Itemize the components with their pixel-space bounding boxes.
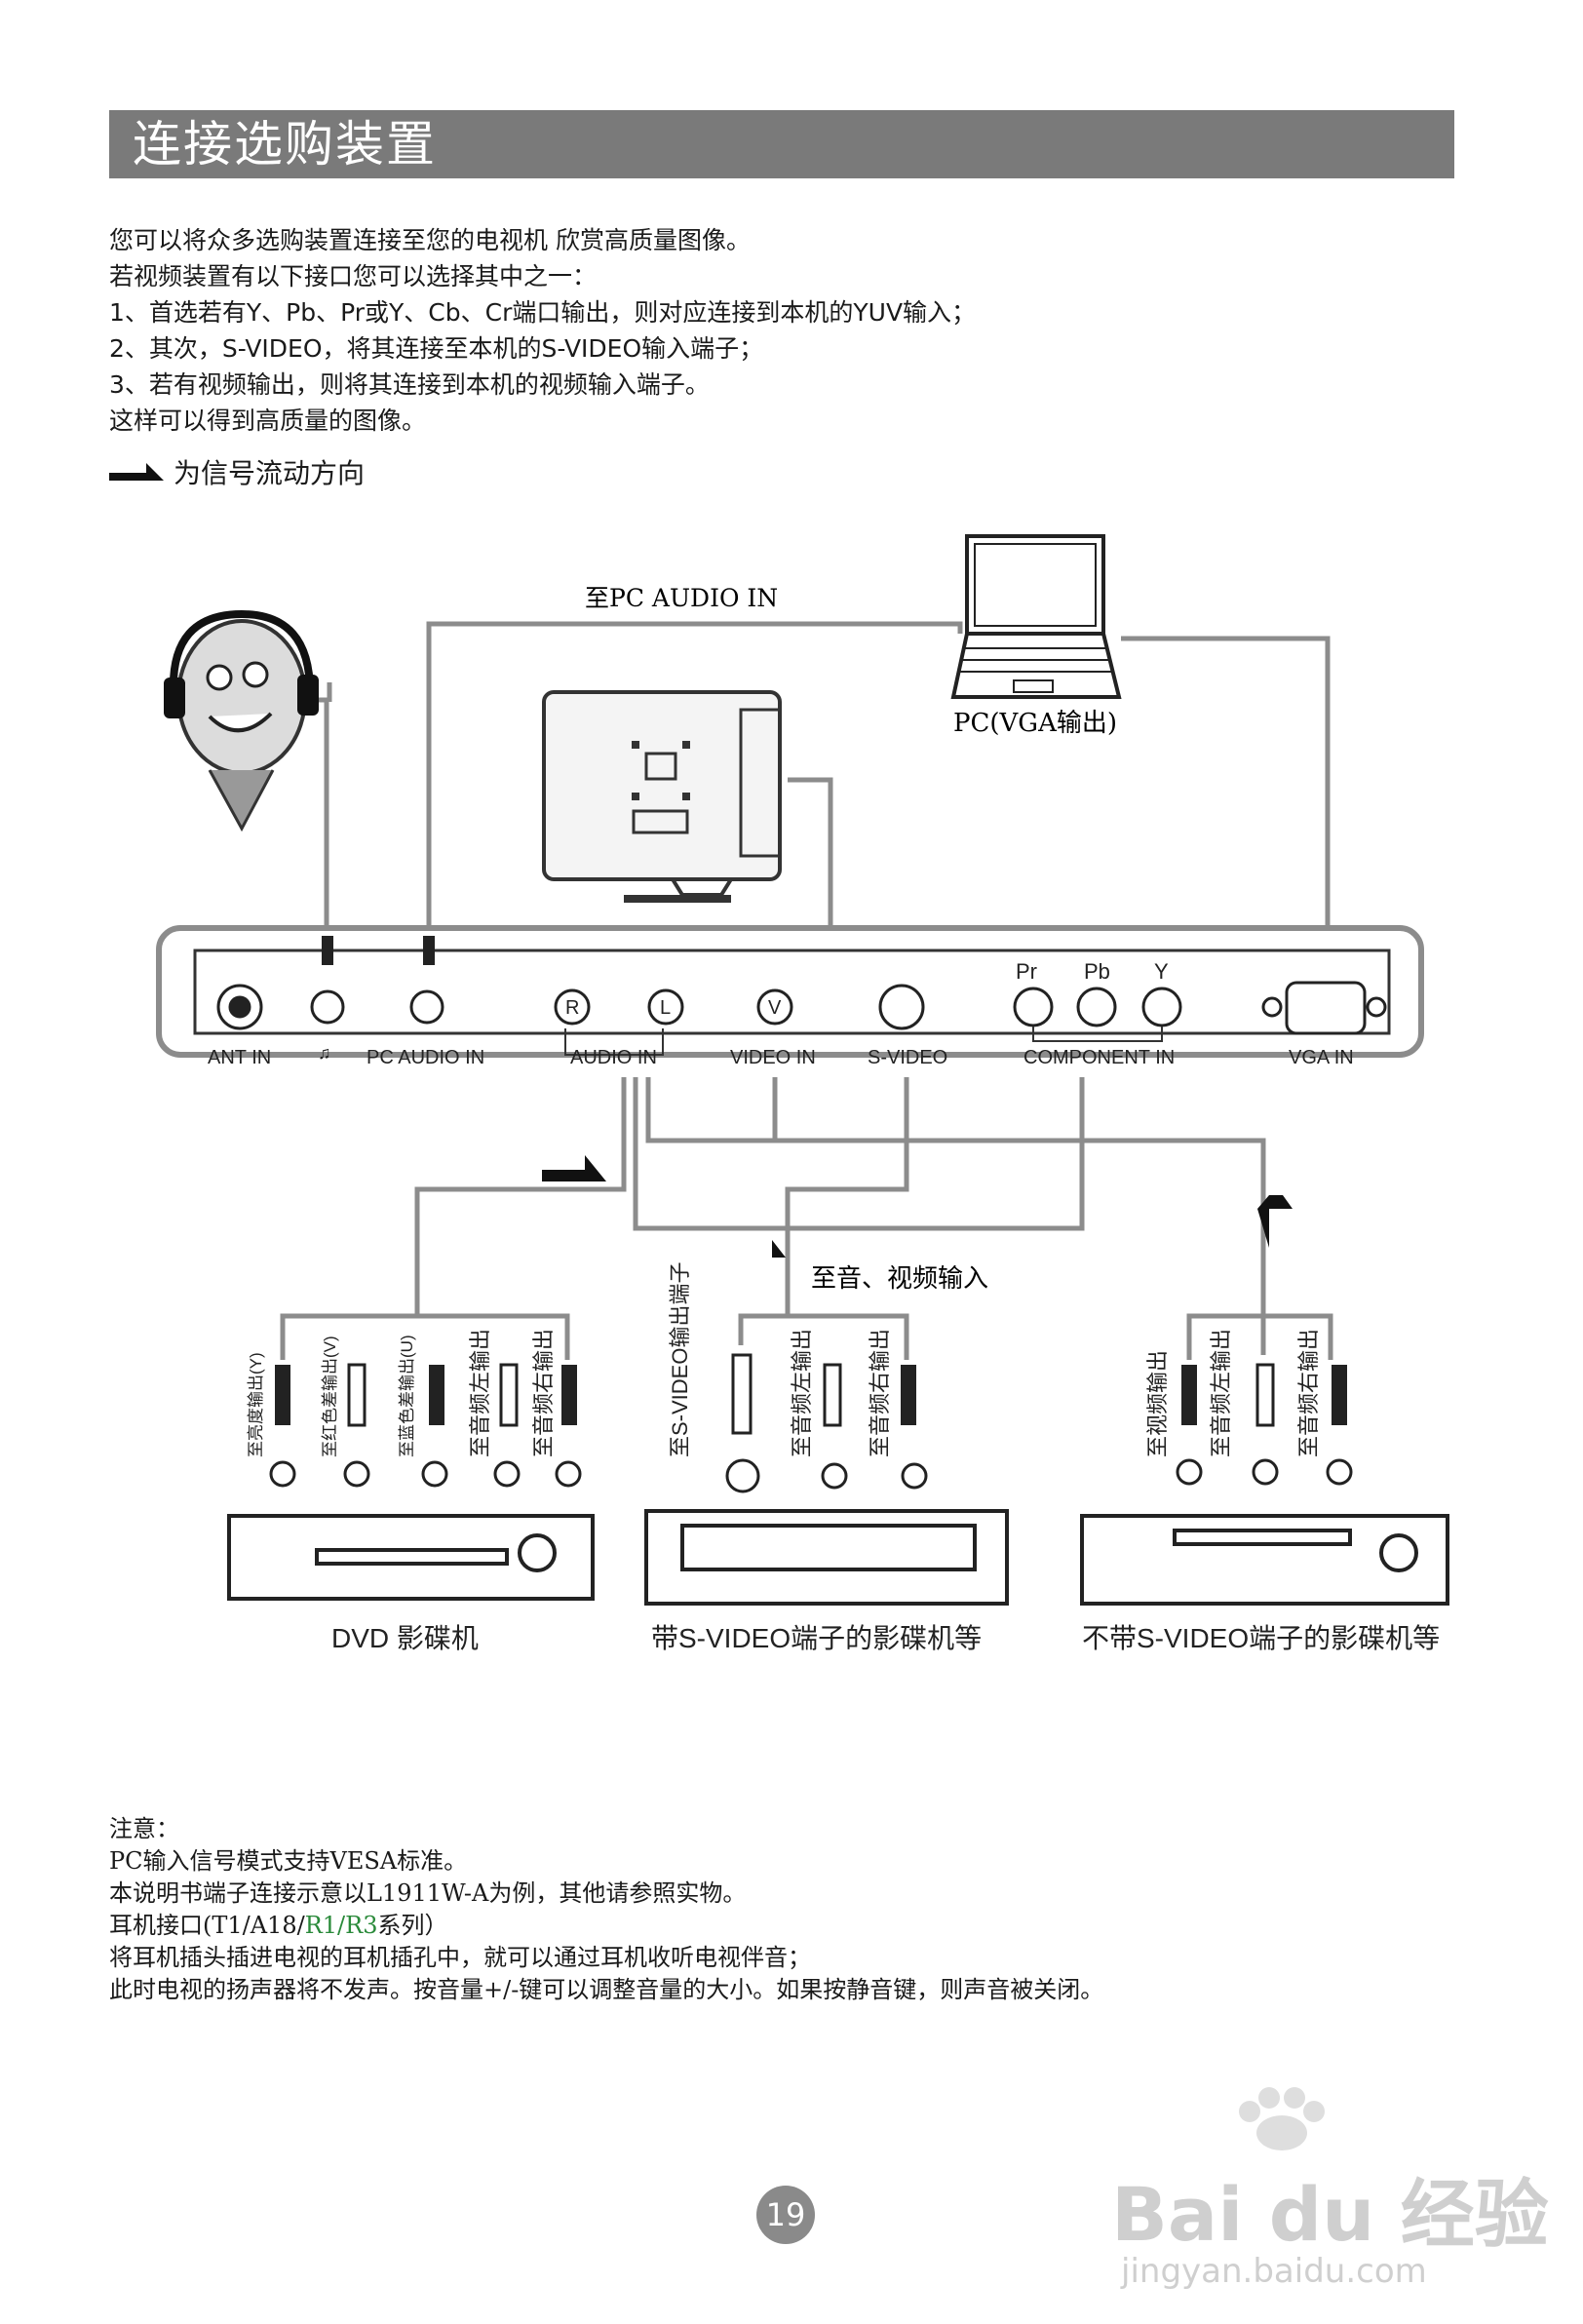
headphone-label: ♫ [318,1043,331,1063]
pc-audio-cable-label: 至PC AUDIO IN [585,584,778,612]
note-line: 将耳机插头插进电视的耳机插孔中，就可以通过耳机收听电视伴音； [109,1944,811,1971]
note-line: 本说明书端子连接示意以L1911W-A为例，其他请参照实物。 [109,1879,747,1907]
flow-arrow-icon [542,1155,606,1181]
pc-audio-jack [409,989,444,1025]
intro-line: 1、首选若有Y、Pb、Pr或Y、Cb、Cr端口输出，则对应连接到本机的YUV输入… [109,298,977,327]
video-jack [756,988,793,1026]
tv-connector-panel [156,925,1424,1058]
page-number: 19 [756,2186,815,2244]
pr-label: Pr [1016,959,1037,984]
svideo-cable-label: 至音频左输出 [790,1329,814,1457]
note-text: 系列） [377,1912,448,1939]
baidu-watermark: Bai du 经验 jingyan.baidu.com [1111,2086,1549,2301]
note-line: 此时电视的扬声器将不发声。按音量+/-键可以调整音量的大小。如果按静音键，则声音… [109,1976,1104,2003]
dvd-cable-label: 至蓝色差输出(U) [398,1335,416,1457]
model-r3: R3 [345,1912,378,1939]
notes-section: 注意： PC输入信号模式支持VESA标准。 本说明书端子连接示意以L1911W-… [109,1813,1103,2006]
watermark-brand: Bai du 经验 [1111,2171,1549,2258]
svideo-player-label: 带S-VIDEO端子的影碟机等 [651,1623,982,1653]
video-v-label: V [768,997,782,1019]
watermark-url: jingyan.baidu.com [1121,2252,1427,2291]
intro-line: 您可以将众多选购装置连接至您的电视机 欣赏高质量图像。 [109,226,751,254]
audio-l-label: L [660,997,671,1019]
audio-r-label: R [565,997,579,1019]
intro-text: 您可以将众多选购装置连接至您的电视机 欣赏高质量图像。 若视频装置有以下接口您可… [109,222,976,439]
intro-line: 2、其次，S-VIDEO，将其连接至本机的S-VIDEO输入端子； [109,334,764,363]
audio-r-jack [554,988,591,1026]
video-cable-label: 至音频右输出 [1296,1329,1321,1457]
signal-flow-legend: 为信号流动方向 [109,452,365,491]
ant-in-label: ANT IN [208,1047,271,1068]
pb-jack [1076,987,1117,1027]
note-text: 耳机接口(T1/A18/ [109,1912,305,1939]
s-video-jack [878,984,925,1030]
note-line: 耳机接口(T1/A18/R1/R3系列） [109,1910,1103,1942]
dvd-cable-label: 至红色差输出(V) [321,1336,339,1457]
headphone-jack [310,989,345,1025]
video-cable-label: 至视频输出 [1145,1350,1170,1457]
model-r1: R1 [304,1912,338,1939]
pr-jack [1013,987,1054,1027]
y-jack [1141,987,1182,1027]
note-line: PC输入信号模式支持VESA标准。 [109,1847,468,1875]
intro-line: 若视频装置有以下接口您可以选择其中之一： [109,262,598,290]
video-in-label: VIDEO IN [730,1047,816,1068]
flow-arrow-icon [772,1240,786,1301]
page-title: 连接选购装置 [133,116,437,173]
dvd-cable-label: 至亮度输出(Y) [247,1352,265,1457]
dvd-cable-label: 至音频右输出 [531,1329,556,1457]
model-separator: / [337,1912,346,1939]
tv-rear-illustration [542,690,782,903]
y-label: Y [1154,959,1169,984]
dvd-player-label: DVD 影碟机 [331,1623,479,1653]
vga-in-label: VGA IN [1289,1047,1354,1068]
title-bar: 连接选购装置 [109,110,1454,178]
vga-connector [1285,981,1367,1035]
intro-line: 3、若有视频输出，则将其连接到本机的视频输入端子。 [109,370,710,399]
video-cable-label: 至音频左输出 [1209,1329,1233,1457]
headphone-user-illustration [164,609,319,833]
pc-label: PC(VGA输出) [953,709,1117,738]
paw-logo-icon [1239,2087,1325,2150]
svideo-cable-label: 至S-VIDEO输出端子 [668,1262,692,1457]
av-input-label: 至音、视频输入 [811,1264,988,1294]
flow-arrow-icon [109,463,164,481]
pc-laptop-illustration [950,534,1122,699]
audio-in-label: AUDIO IN [570,1047,657,1068]
intro-line: 这样可以得到高质量的图像。 [109,407,427,435]
audio-l-jack [647,988,684,1026]
flow-arrow-icon [1257,1195,1293,1248]
pb-label: Pb [1084,959,1110,984]
pc-audio-in-label: PC AUDIO IN [367,1047,484,1068]
video-player-label: 不带S-VIDEO端子的影碟机等 [1082,1623,1440,1653]
dvd-cable-label: 至音频左输出 [468,1329,492,1457]
legend-text: 为信号流动方向 [174,457,366,489]
component-in-label: COMPONENT IN [1023,1047,1175,1068]
notes-heading: 注意： [109,1815,179,1842]
svideo-cable-label: 至音频右输出 [868,1329,892,1457]
s-video-label: S-VIDEO [868,1047,947,1068]
connection-diagram: PC(VGA输出) 至PC AUDIO IN ANT IN ♫ PC AUDIO… [156,534,1449,1653]
